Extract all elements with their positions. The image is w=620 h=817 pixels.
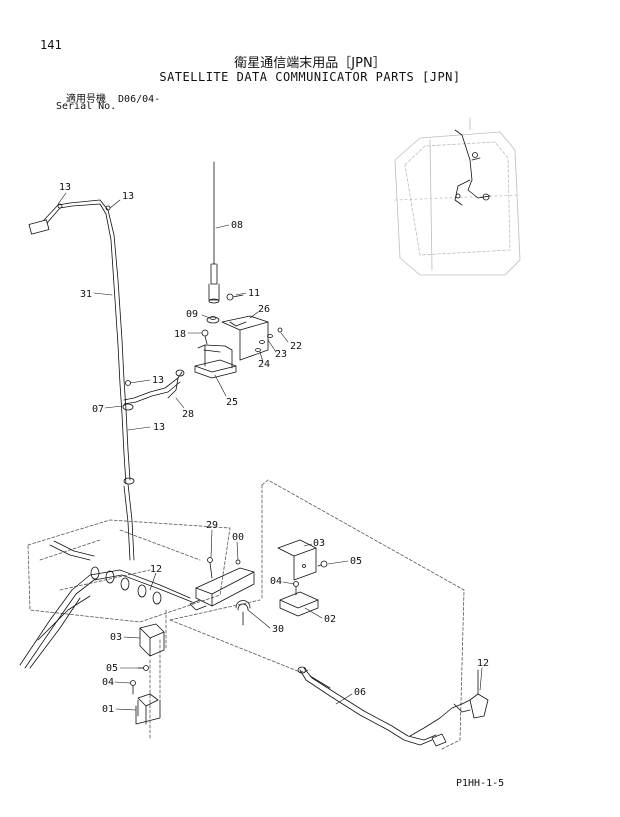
part-label: 13 — [153, 422, 165, 433]
serial-value: D06/04- — [118, 94, 161, 105]
serial-label-english: Serial No. — [56, 101, 117, 112]
serial-row: 適用号機 D06/04- — [66, 90, 160, 105]
antenna-base — [194, 344, 237, 379]
leader-lines — [57, 192, 483, 711]
antenna-assembly — [206, 161, 220, 324]
part-label: 07 — [92, 404, 104, 415]
cable-end-connector — [28, 219, 50, 235]
part-label: 28 — [182, 409, 194, 420]
part-label: 09 — [186, 309, 198, 320]
part-label: 02 — [324, 614, 336, 625]
bracket-03-lower — [139, 623, 165, 657]
part-label: 29 — [206, 520, 218, 531]
part-label: 04 — [270, 576, 282, 587]
unit-screw — [207, 557, 213, 563]
floor-plate — [27, 519, 231, 623]
part-label: 00 — [232, 532, 244, 543]
cab-harness-detail — [454, 129, 491, 206]
floor-harness — [19, 540, 193, 669]
part-label: 01 — [102, 704, 114, 715]
part-label: 25 — [226, 397, 238, 408]
mounting-panel-outline — [169, 479, 465, 751]
part-label: 22 — [290, 341, 302, 352]
bracket-guide-lines — [149, 609, 167, 741]
serial-label-japanese: 適用号機 — [66, 94, 106, 105]
clamp-30 — [235, 600, 251, 626]
part-label: 13 — [152, 375, 164, 386]
footer-code: P1HH-1-5 — [456, 778, 505, 789]
part-label: 05 — [106, 663, 118, 674]
part-label: 30 — [272, 624, 284, 635]
cable-31 — [28, 199, 185, 561]
harness-28 — [167, 377, 179, 399]
part-label: 13 — [59, 182, 71, 193]
part-label: 05 — [350, 556, 362, 567]
part-label: 13 — [122, 191, 134, 202]
part-label: 03 — [110, 632, 122, 643]
bracket-02 — [279, 581, 319, 617]
lower-fasteners — [130, 665, 149, 695]
part-labels: 13 13 31 08 11 09 26 18 23 22 24 25 13 0… — [59, 182, 489, 715]
antenna-bracket — [221, 315, 269, 361]
part-label: 06 — [354, 687, 366, 698]
harness-06 — [297, 666, 463, 747]
connector-12-right — [453, 669, 489, 719]
bracket-03-upper — [277, 539, 328, 581]
part-label: 31 — [80, 289, 92, 300]
cab-reference-view — [394, 117, 521, 276]
antenna-nut — [206, 316, 220, 324]
part-label: 23 — [275, 349, 287, 360]
communicator-unit — [189, 557, 255, 611]
part-label: 18 — [174, 329, 186, 340]
part-label: 24 — [258, 359, 270, 370]
part-label: 26 — [258, 304, 270, 315]
part-label: 03 — [313, 538, 325, 549]
page-number: 141 — [40, 38, 62, 52]
part-label: 08 — [231, 220, 243, 231]
page-title-japanese: 衛星通信端末用品［JPN］ — [234, 56, 386, 71]
page-title-english: SATELLITE DATA COMMUNICATOR PARTS [JPN] — [159, 70, 461, 84]
part-label: 04 — [102, 677, 114, 688]
bracket-01 — [135, 693, 161, 725]
unit-bolt — [235, 559, 241, 565]
part-label: 11 — [248, 288, 260, 299]
part-label: 12 — [150, 564, 162, 575]
part-label: 12 — [477, 658, 489, 669]
